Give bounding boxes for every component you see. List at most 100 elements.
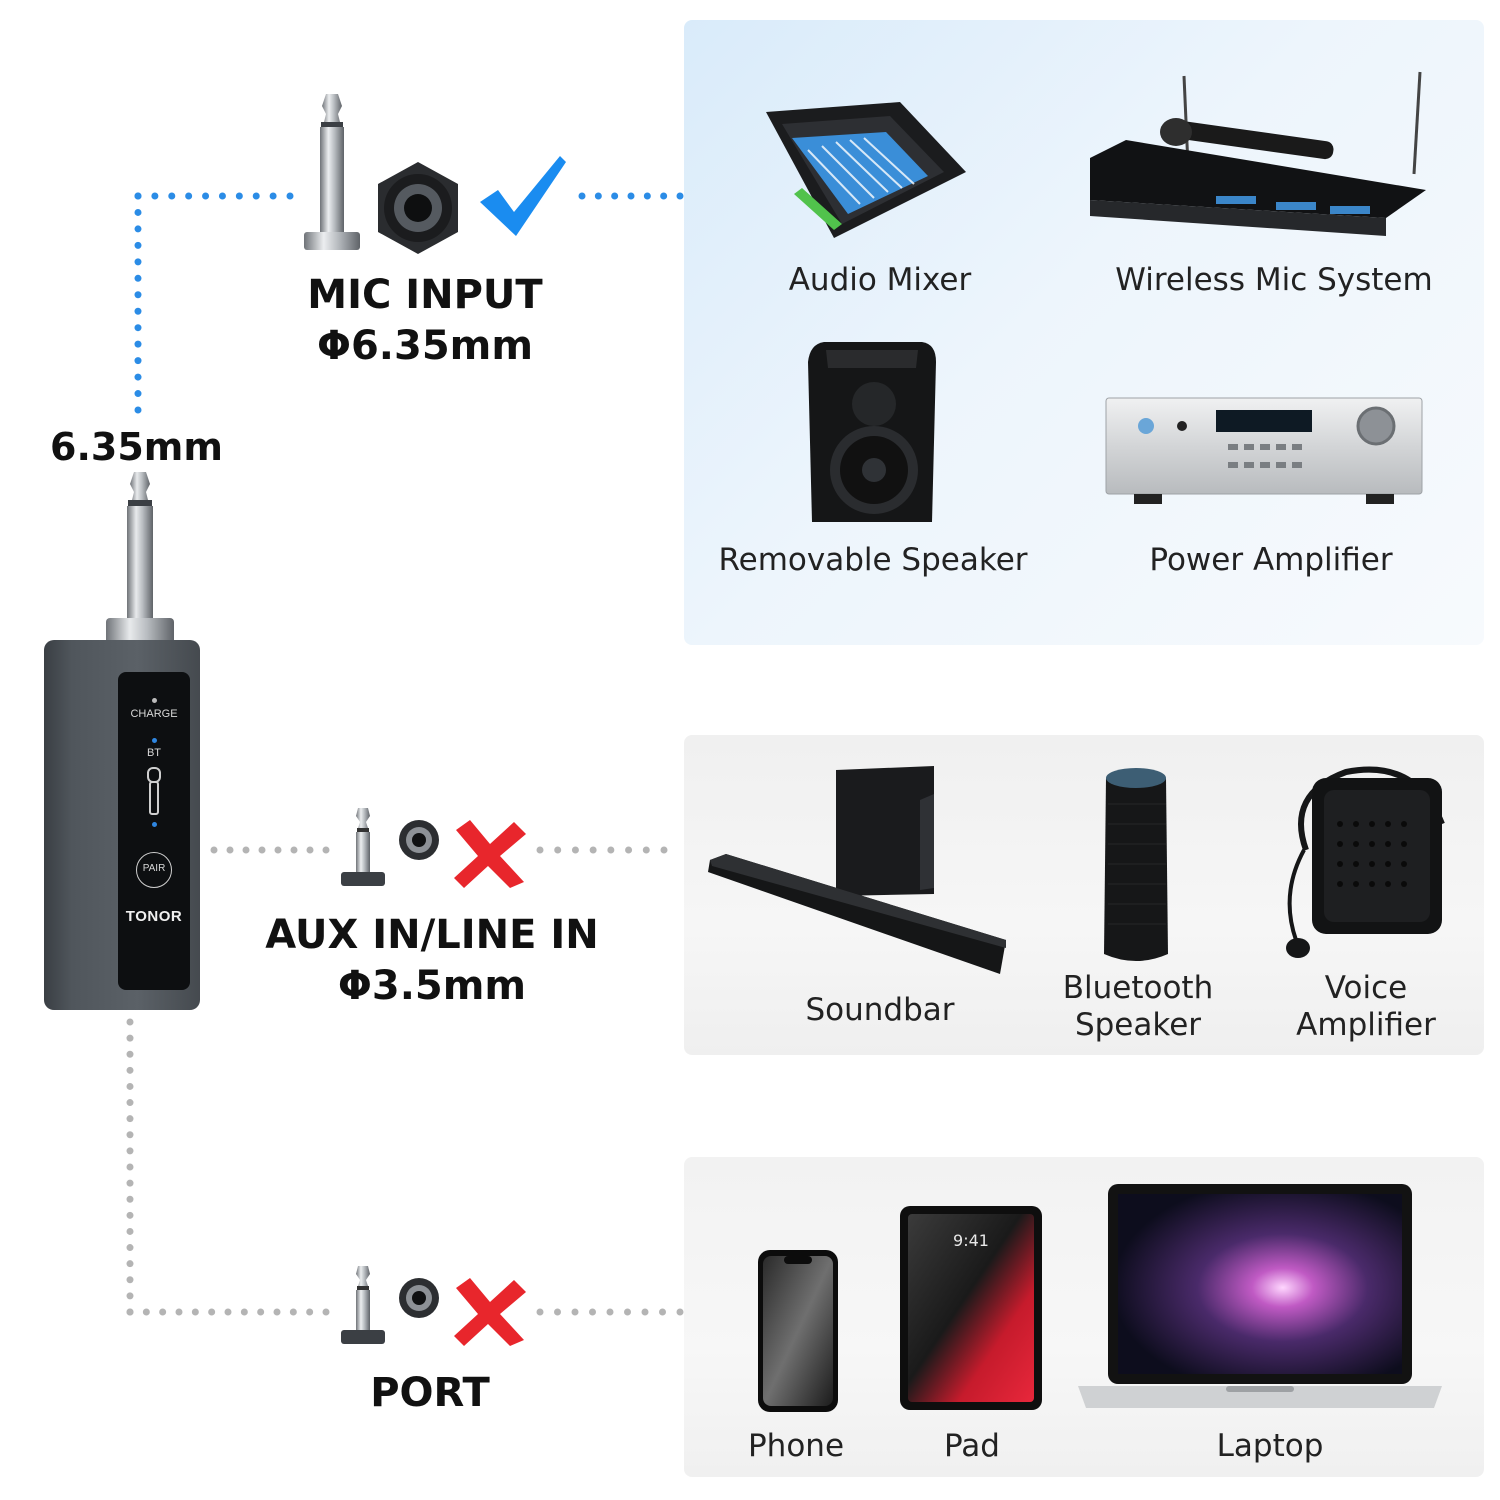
connector-dot [126, 1244, 134, 1252]
connector-dot [202, 192, 210, 200]
aux-jack-icon [399, 820, 439, 860]
connector-dot [126, 1163, 134, 1171]
receiver-front-panel: CHARGE BT PAIR TONOR [118, 672, 190, 990]
connector-dot [306, 1308, 314, 1316]
bluetooth-speaker-icon [1104, 768, 1168, 961]
connector-dot [224, 1308, 232, 1316]
wireless-mic-system-icon [1090, 71, 1426, 236]
aux-input-label: AUX IN/LINE IN Φ3.5mm [262, 910, 602, 1012]
connector-dot [627, 192, 635, 200]
connector-dot [290, 846, 298, 854]
laptop-icon [1078, 1184, 1442, 1408]
incompatible-cross-icon [454, 820, 526, 888]
connector-dot [624, 1308, 631, 1316]
connector-dot [134, 225, 142, 233]
connector-dot [126, 1195, 134, 1203]
connector-dot [554, 1308, 561, 1316]
connector-dot [126, 1034, 134, 1042]
pair-button[interactable]: PAIR [136, 852, 172, 888]
connector-dot [607, 846, 615, 854]
connector-dot [159, 1308, 167, 1316]
connector-dot [273, 1308, 281, 1316]
mic-input-title: MIC INPUT [307, 272, 543, 318]
voice-amplifier-icon [1286, 766, 1445, 958]
connector-dot [126, 1276, 134, 1284]
connector-dot [126, 1308, 134, 1316]
mic-led-icon [152, 822, 157, 827]
mic-input-label: MIC INPUT Φ6.35mm [265, 270, 585, 372]
pair-label: PAIR [142, 863, 166, 874]
connector-dot [589, 1308, 596, 1316]
connector-dot [571, 1308, 579, 1316]
connector-dot [235, 192, 243, 200]
mic-input-size: Φ6.35mm [316, 323, 534, 369]
connector-dot [191, 1308, 199, 1316]
connector-dot [322, 1308, 330, 1316]
connector-dot [536, 846, 544, 854]
connector-dot [322, 846, 330, 854]
device-label: Laptop [1216, 1428, 1324, 1464]
connector-dot [126, 1082, 134, 1090]
removable-speaker-icon [808, 342, 936, 522]
connector-dot [536, 1308, 544, 1316]
pad-clock: 9:41 [953, 1231, 989, 1250]
connector-dot [252, 192, 260, 200]
connector-dot [208, 1308, 216, 1316]
connector-dot [134, 192, 142, 200]
device-label: Power Amplifier [1149, 542, 1393, 578]
connector-dot [660, 846, 668, 854]
port-jack-icon [399, 1278, 439, 1318]
connector-dot [676, 1308, 684, 1316]
port-plug-icon [341, 1266, 385, 1344]
connector-dot [289, 1308, 297, 1316]
connector-dot [641, 1308, 649, 1316]
connector-dot [625, 846, 633, 854]
connector-dot [257, 1308, 265, 1316]
connector-dot [571, 846, 579, 854]
microphone-icon [147, 767, 161, 815]
connector-dot [134, 390, 142, 398]
connector-dot [676, 192, 684, 200]
connector-dot [594, 192, 602, 200]
connector-dot [286, 192, 294, 200]
connector-dot [126, 1227, 134, 1235]
connector-dot [142, 1308, 150, 1316]
connector-dot [218, 192, 226, 200]
device-label: Voice Amplifier [1296, 970, 1436, 1043]
connector-dot [126, 1050, 134, 1058]
connector-dot [134, 208, 142, 216]
connector-dot [134, 373, 142, 381]
connector-dot [126, 1147, 134, 1155]
mic-input-plug-icon [304, 94, 360, 250]
device-label: Removable Speaker [718, 542, 1028, 578]
connector-dot [611, 192, 619, 200]
connector-dot [126, 1131, 134, 1139]
connector-dot [134, 324, 142, 332]
connector-dot [274, 846, 282, 854]
connector-dot [126, 1179, 134, 1187]
charge-label: CHARGE [130, 708, 178, 720]
connector-dot [226, 846, 234, 854]
connector-dot [134, 241, 142, 249]
connector-dot [134, 291, 142, 299]
connector-dot [126, 1211, 134, 1219]
connector-dot [134, 406, 142, 414]
connector-dot [134, 357, 142, 365]
bt-led-icon [152, 738, 157, 743]
connector-dot [126, 1018, 134, 1026]
connector-dot [126, 1099, 134, 1107]
connector-dot [134, 307, 142, 315]
gray-dotted-line [126, 846, 684, 1316]
blue-dotted-line [134, 192, 684, 414]
connector-dot [643, 192, 651, 200]
connector-dot [269, 192, 277, 200]
connector-dot [168, 192, 176, 200]
phone-icon [758, 1250, 838, 1412]
incompatible-cross-icon [454, 1278, 526, 1346]
compatible-check-icon [480, 156, 566, 236]
pad-icon: 9:41 [900, 1206, 1042, 1410]
power-amplifier-icon [1105, 397, 1423, 504]
device-label: Wireless Mic System [1115, 262, 1433, 298]
device-label: Audio Mixer [788, 262, 972, 298]
